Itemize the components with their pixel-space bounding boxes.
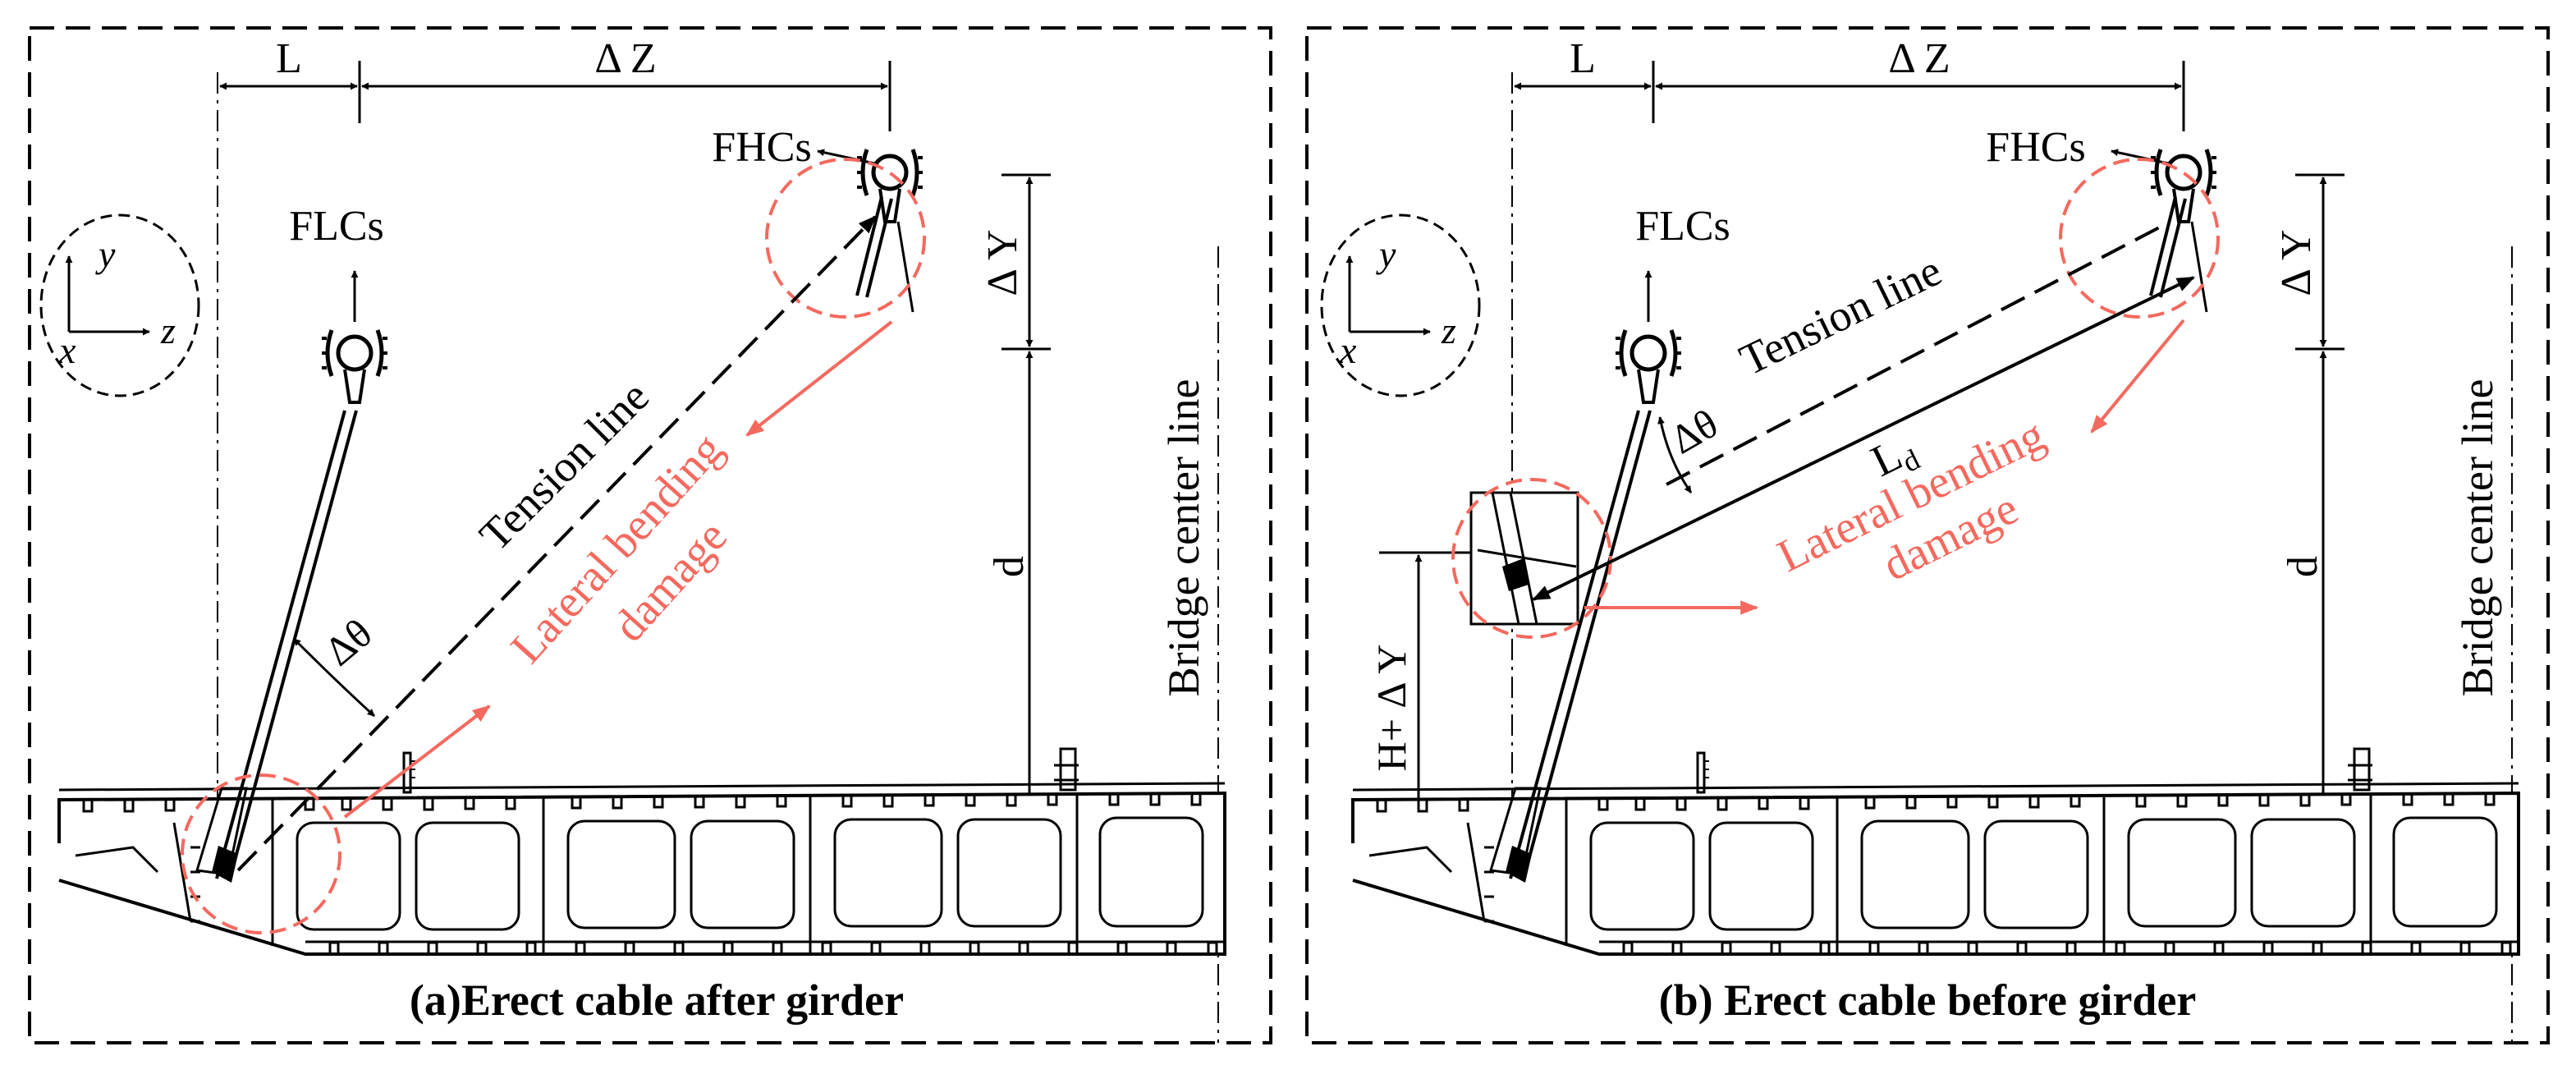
label-flcs: FLCs: [289, 203, 384, 250]
axis-x-label: x: [58, 329, 76, 371]
axis-x-label: x: [1339, 329, 1357, 371]
dim-h-label: H+ Δ Y: [1368, 645, 1414, 772]
axis-y-label: y: [1376, 233, 1396, 275]
panel-a: L Δ Z Δ Y d y x z FLCs FHCs: [39, 35, 1226, 1043]
axis-ellipse: [39, 213, 200, 397]
caption-b: (b) Erect cable before girder: [1659, 975, 2197, 1025]
ld-line: [1532, 276, 2195, 601]
axis-z-label: z: [1441, 310, 1456, 351]
dim-L-label: L: [276, 35, 302, 82]
label-fhcs: FHCs: [1986, 124, 2085, 171]
caption-a: (a)Erect cable after girder: [410, 975, 904, 1025]
damage-circle-top: [765, 158, 926, 319]
dim-d-label: d: [2280, 556, 2326, 577]
axis-y-label: y: [95, 233, 116, 275]
tension-line: [236, 215, 877, 872]
panel-a-frame: [28, 26, 1272, 1044]
axis-z-label: z: [160, 310, 176, 351]
tension-line-label: Tension line: [1732, 246, 1949, 385]
panel-b-frame: [1305, 26, 2550, 1044]
axis-ellipse: [1320, 213, 1481, 397]
bridge-center-label: Bridge center line: [2453, 379, 2502, 697]
panel-b: L Δ Z Δ Y d H+ Δ Y y x z FLCs FHCs: [1320, 35, 2520, 1043]
delta-theta-label: Δθ: [1662, 400, 1726, 463]
dim-dz-label: Δ Z: [594, 35, 656, 82]
dim-d-label: d: [986, 556, 1033, 577]
bridge-center-label: Bridge center line: [1159, 379, 1208, 697]
dim-dy-label: Δ Y: [2273, 229, 2320, 296]
dim-dz-label: Δ Z: [1888, 35, 1950, 82]
label-flcs: FLCs: [1635, 203, 1730, 250]
damage-circle-bottom: [181, 773, 341, 934]
label-fhcs: FHCs: [712, 124, 811, 171]
delta-theta-label: Δθ: [316, 609, 381, 674]
dim-dy-label: Δ Y: [979, 229, 1026, 296]
dim-L-label: L: [1570, 35, 1596, 82]
